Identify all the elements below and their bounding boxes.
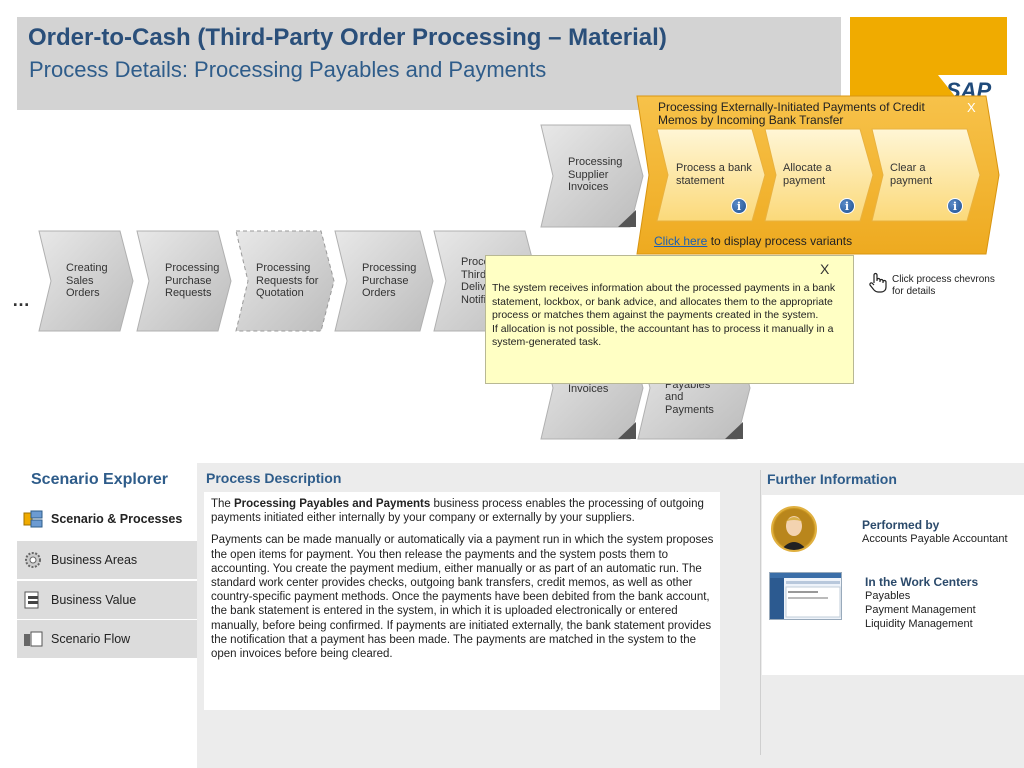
nav-business-areas[interactable]: Business Areas [17, 541, 197, 579]
flow-ellipsis: … [12, 290, 30, 310]
work-center-item[interactable]: Payment Management [865, 604, 976, 616]
process-description-title: Process Description [206, 470, 342, 486]
scenario-processes-icon [23, 510, 43, 528]
nav-scenario-processes[interactable]: Scenario & Processes [17, 500, 197, 538]
chevron-label: Processing Purchase Requests [165, 262, 220, 299]
work-center-item[interactable]: Payables [865, 590, 911, 602]
avatar [771, 506, 817, 552]
process-description-text: The Processing Payables and Payments bus… [211, 497, 721, 669]
step-process-bank-statement[interactable]: Process a bank statement i [656, 128, 766, 222]
step-label: Clear a payment [890, 162, 933, 187]
panel-divider [760, 470, 761, 755]
info-icon[interactable]: i [839, 198, 855, 214]
tooltip-text: The system receives information about th… [492, 282, 850, 350]
chevron-processing-purchase-requests[interactable]: Processing Purchase Requests [136, 230, 232, 332]
nav-business-value[interactable]: Business Value [17, 581, 197, 619]
chevron-label: Processing Supplier Invoices [568, 156, 623, 193]
chevron-processing-purchase-orders[interactable]: Processing Purchase Orders [334, 230, 434, 332]
popup-close-button[interactable]: X [967, 100, 976, 115]
step-label: Allocate a payment [783, 162, 832, 187]
flow-icon [23, 630, 43, 648]
chevron-label: Processing Requests for Quotation [256, 262, 319, 299]
info-icon[interactable]: i [947, 198, 963, 214]
step-clear-payment[interactable]: Clear a payment i [871, 128, 981, 222]
hand-pointer-icon [868, 272, 888, 299]
nav-label: Scenario & Processes [51, 512, 183, 526]
tooltip-paragraph: The system receives information about th… [492, 282, 836, 321]
header-bar [17, 17, 841, 110]
variants-link[interactable]: Click here [654, 234, 708, 248]
chevron-processing-supplier-invoices[interactable]: Processing Supplier Invoices [540, 124, 644, 228]
nav-scenario-flow[interactable]: Scenario Flow [17, 620, 197, 658]
work-center-item[interactable]: Liquidity Management [865, 618, 973, 630]
step-allocate-payment[interactable]: Allocate a payment i [764, 128, 874, 222]
performed-by-label: Performed by [862, 518, 940, 532]
nav-label: Scenario Flow [51, 632, 131, 646]
description-paragraph: The Processing Payables and Payments bus… [211, 498, 704, 525]
work-center-thumbnail[interactable] [769, 572, 842, 620]
work-centers-label: In the Work Centers [865, 575, 979, 589]
chevron-label: Creating Sales Orders [66, 262, 108, 299]
click-hint: Click process chevrons for details [892, 274, 995, 297]
scenario-explorer-title: Scenario Explorer [31, 471, 168, 488]
further-information-title: Further Information [767, 471, 897, 487]
chevron-creating-sales-orders[interactable]: Creating Sales Orders [38, 230, 134, 332]
step-label: Process a bank statement [676, 162, 752, 187]
tooltip-paragraph: If allocation is not possible, the accou… [492, 322, 834, 349]
popup-title: Processing Externally-Initiated Payments… [658, 100, 925, 127]
tooltip-close-button[interactable]: X [820, 261, 830, 277]
description-panel [204, 492, 720, 710]
step-tooltip [485, 255, 854, 384]
nav-label: Business Value [51, 593, 137, 607]
variants-line: Click here to display process variants [654, 234, 852, 248]
performed-by-value: Accounts Payable Accountant [862, 533, 1008, 545]
document-value-icon [23, 591, 43, 609]
gear-icon [23, 551, 43, 569]
page-subtitle: Process Details: Processing Payables and… [29, 57, 547, 82]
page-title: Order-to-Cash (Third-Party Order Process… [28, 24, 667, 51]
variants-text: to display process variants [707, 234, 853, 248]
chevron-label: Processing Purchase Orders [362, 262, 417, 299]
description-paragraph: Payments can be made manually or automat… [211, 534, 714, 661]
chevron-processing-requests-for-quotation[interactable]: Processing Requests for Quotation [235, 230, 335, 332]
info-icon[interactable]: i [731, 198, 747, 214]
nav-label: Business Areas [51, 553, 138, 567]
